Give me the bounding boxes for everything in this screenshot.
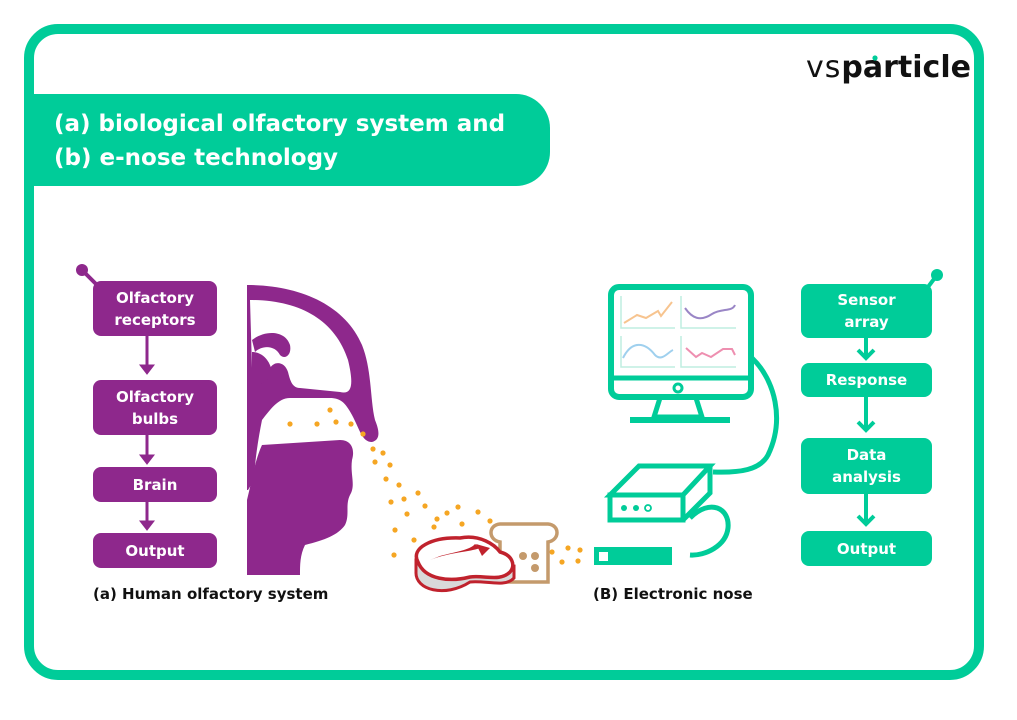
human-step-brain: Brain [93, 467, 217, 502]
step-label: Olfactory [115, 288, 195, 307]
enose-step-response: Response [801, 363, 932, 397]
step-label: Brain [132, 475, 178, 494]
enose-step-sensor-array: Sensor array [801, 284, 932, 338]
arrow-down-icon [856, 494, 876, 527]
caption-human: (a) Human olfactory system [93, 585, 329, 603]
logo-prefix: vs [806, 50, 842, 85]
monitor-plot-axes [620, 296, 736, 368]
step-label: analysis [832, 468, 901, 486]
human-flow-arrows [138, 336, 156, 531]
arrow-down-icon [138, 435, 156, 465]
title-line-2: (b) e-nose technology [54, 145, 339, 171]
human-step-olfactory-receptors: Olfactory receptors [93, 281, 217, 336]
logo-main-a: par [841, 50, 898, 85]
plot-line-2 [684, 304, 736, 320]
caption-enose: (B) Electronic nose [593, 585, 753, 603]
step-label: bulbs [131, 409, 179, 428]
step-label: Output [125, 541, 185, 560]
arrow-down-icon [138, 336, 156, 375]
human-step-output: Output [93, 533, 217, 568]
step-label: array [844, 313, 889, 331]
human-step-olfactory-bulbs: Olfactory bulbs [93, 380, 217, 435]
plot-line-4 [685, 347, 736, 359]
vsparticle-logo: vsparticle [806, 50, 971, 86]
monitor-icon [608, 284, 780, 475]
outer-frame [24, 24, 984, 680]
plot-line-1 [623, 301, 673, 324]
step-label: receptors [114, 310, 196, 329]
monitor-cable [712, 356, 780, 475]
step-label: Sensor [837, 291, 896, 309]
human-flow-pin-icon [76, 264, 98, 286]
steak-icon [414, 535, 516, 593]
step-label: Response [825, 371, 908, 389]
title-banner [32, 94, 550, 186]
enose-step-output: Output [801, 531, 932, 566]
enose-step-data-analysis: Data analysis [801, 438, 932, 494]
scent-particles [287, 407, 583, 565]
arrow-down-icon [856, 338, 876, 361]
sensor-probe-icon [594, 547, 672, 565]
processing-box-icon [603, 463, 731, 558]
logo-dot [872, 55, 878, 61]
arrow-down-icon [138, 502, 156, 531]
logo-main-b: ticle [897, 50, 971, 85]
plot-line-3 [622, 343, 674, 359]
head-cross-section-icon [247, 285, 379, 575]
step-label: Olfactory [115, 387, 195, 406]
enose-flow-arrows [856, 338, 876, 527]
bread-slice-icon [489, 522, 559, 584]
step-label: Output [836, 539, 897, 558]
title-line-1: (a) biological olfactory system and [54, 111, 506, 137]
step-label: Data [846, 446, 887, 464]
arrow-down-icon [856, 397, 876, 433]
probe-cable [688, 504, 731, 558]
enose-flow-pin-icon [926, 269, 943, 289]
